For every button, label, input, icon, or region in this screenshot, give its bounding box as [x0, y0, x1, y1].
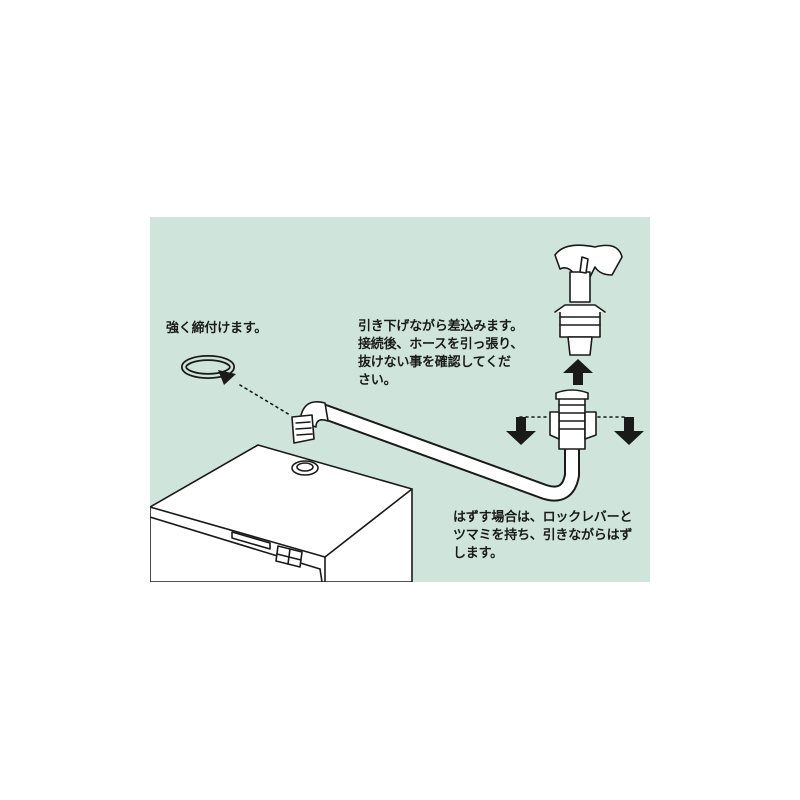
- hose-connection-illustration: [150, 244, 644, 582]
- instruction-panel: 強く締付けます。 引き下げながら差込みます。 接続後、ホースを引っ張り、 抜けな…: [150, 217, 650, 582]
- hose-connector: [519, 389, 627, 450]
- faucet: [554, 244, 623, 356]
- arrow-down-icon: [506, 417, 536, 445]
- caption-line: 抜けない事を確認してくだ: [358, 355, 511, 370]
- caption-insert: 引き下げながら差込みます。 接続後、ホースを引っ張り、 抜けない事を確認してくだ…: [358, 318, 523, 390]
- rotate-clockwise-icon: [181, 355, 236, 385]
- leader-line-tighten: [239, 384, 291, 416]
- caption-line: 引き下げながら差込みます。: [358, 319, 524, 334]
- caption-line: 接続後、ホースを引っ張り、: [358, 337, 524, 352]
- caption-line: します。: [453, 546, 503, 561]
- arrow-down-icon: [614, 417, 644, 445]
- caption-line: ツマミを持ち、引きながらはず: [453, 528, 633, 543]
- caption-tighten: 強く締付けます。: [166, 321, 268, 336]
- washing-machine: [150, 444, 413, 582]
- arrow-up-icon: [563, 359, 593, 385]
- caption-line: はずす場合は、ロックレバーと: [453, 510, 633, 525]
- caption-line: さい。: [358, 373, 397, 388]
- supply-hose: [291, 401, 580, 502]
- caption-remove: はずす場合は、ロックレバーと ツマミを持ち、引きながらはず します。: [453, 509, 632, 563]
